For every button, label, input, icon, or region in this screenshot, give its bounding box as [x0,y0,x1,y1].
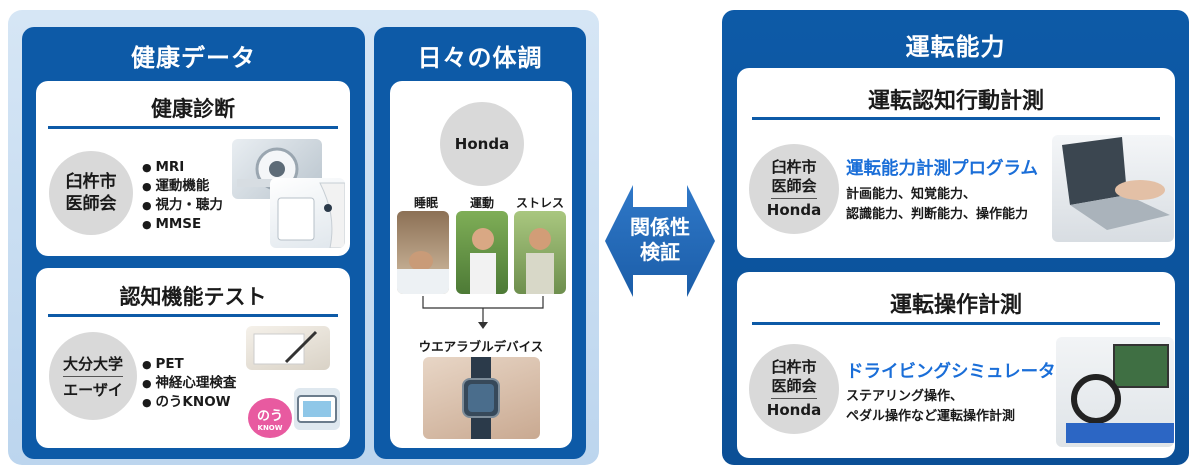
list-item: 視力・聴力 [142,196,223,215]
watch-photo [423,357,540,439]
org-name-line2: 医師会 [771,377,817,399]
checkup-items: MRI 運動機能 視力・聴力 MMSE [142,158,223,234]
org-circle-oita: 大分大学 エーザイ [49,332,137,420]
org-circle-usuki: 臼杵市 医師会 [49,151,133,235]
relation-text: 関係性 検証 [605,215,715,265]
org-name-line1: 臼杵市 [771,158,817,176]
org-name-line1: 臼杵市 [65,172,117,192]
cognition-program-heading: 運転能力計測プログラム [846,159,1038,179]
cognitive-rule [48,314,338,317]
list-item: 運動機能 [142,177,223,196]
steering-wheel-icon [1066,344,1174,443]
desc-line2: 認識能力、判断能力、操作能力 [846,207,1029,222]
honda-circle: Honda [440,102,524,186]
daily-title: 日々の体調 [417,44,543,72]
simulator-heading: ドライビングシミュレーター [846,362,1074,382]
honda-label: Honda [454,135,510,153]
label-stress: ストレス [515,196,564,210]
operation-description: ステアリング操作、 ペダル操作など運転操作計測 [846,387,1015,427]
list-item: MRI [142,158,223,177]
wearable-label: ウエアラブルデバイス [418,339,544,354]
org-name-line3: Honda [766,201,822,219]
laptop-icon [1062,137,1170,230]
nouknow-logo: のう KNOW [248,398,292,438]
cognition-description: 計画能力、知覚能力、 認識能力、判断能力、操作能力 [846,185,1028,225]
desc-line2: ペダル操作など運転操作計測 [846,409,1016,424]
org-name-line2: 医師会 [771,177,817,199]
org-circle-cognition: 臼杵市 医師会 Honda [749,144,839,234]
stressed-person-icon [526,228,554,294]
cognition-rule [752,117,1160,120]
cognitive-items: PET 神経心理検査 のうKNOW [142,355,236,412]
org-name-line2: 医師会 [65,194,117,214]
org-name-line3: Honda [766,401,822,419]
tablet-icon [297,395,337,423]
checkup-rule [48,126,338,129]
laptop-photo [1052,135,1174,242]
running-person-icon [470,228,496,294]
stress-photo [514,211,566,294]
operation-rule [752,322,1160,325]
checkup-title: 健康診断 [151,97,235,121]
relation-double-arrow [605,185,715,297]
relation-line2: 検証 [640,240,680,264]
health-data-title: 健康データ [131,44,256,72]
clipboard-icon [277,182,345,248]
driving-title: 運転能力 [905,33,1006,61]
list-item: MMSE [142,215,223,234]
exercise-photo [456,211,508,294]
simulator-photo [1056,337,1174,447]
list-item: のうKNOW [142,393,236,412]
relation-line1: 関係性 [630,215,690,239]
cognition-title: 運転認知行動計測 [867,89,1044,114]
org-name-line1: 大分大学 [62,353,123,377]
sleeping-person-icon [397,251,449,294]
doctor-photo [270,178,345,248]
org-name-line2: エーザイ [63,380,123,399]
sleep-photo [397,211,449,294]
logo-text: のう [256,409,283,424]
desc-line1: ステアリング操作、 [846,389,964,404]
smartwatch-icon [462,357,500,439]
desc-line1: 計画能力、知覚能力、 [846,187,977,202]
label-sleep: 睡眠 [413,196,438,210]
org-name-line1: 臼杵市 [771,358,817,376]
list-item: PET [142,355,236,374]
merge-arrow [422,296,544,329]
pen-icon [253,330,318,365]
list-item: 神経心理検査 [142,374,236,393]
cognitive-title: 認知機能テスト [119,285,267,309]
org-circle-operation: 臼杵市 医師会 Honda [749,344,839,434]
logo-sub-text: KNOW [257,424,283,432]
writing-photo [246,326,330,370]
operation-title: 運転操作計測 [889,293,1022,318]
tablet-photo [294,388,340,430]
label-exercise: 運動 [469,196,494,210]
